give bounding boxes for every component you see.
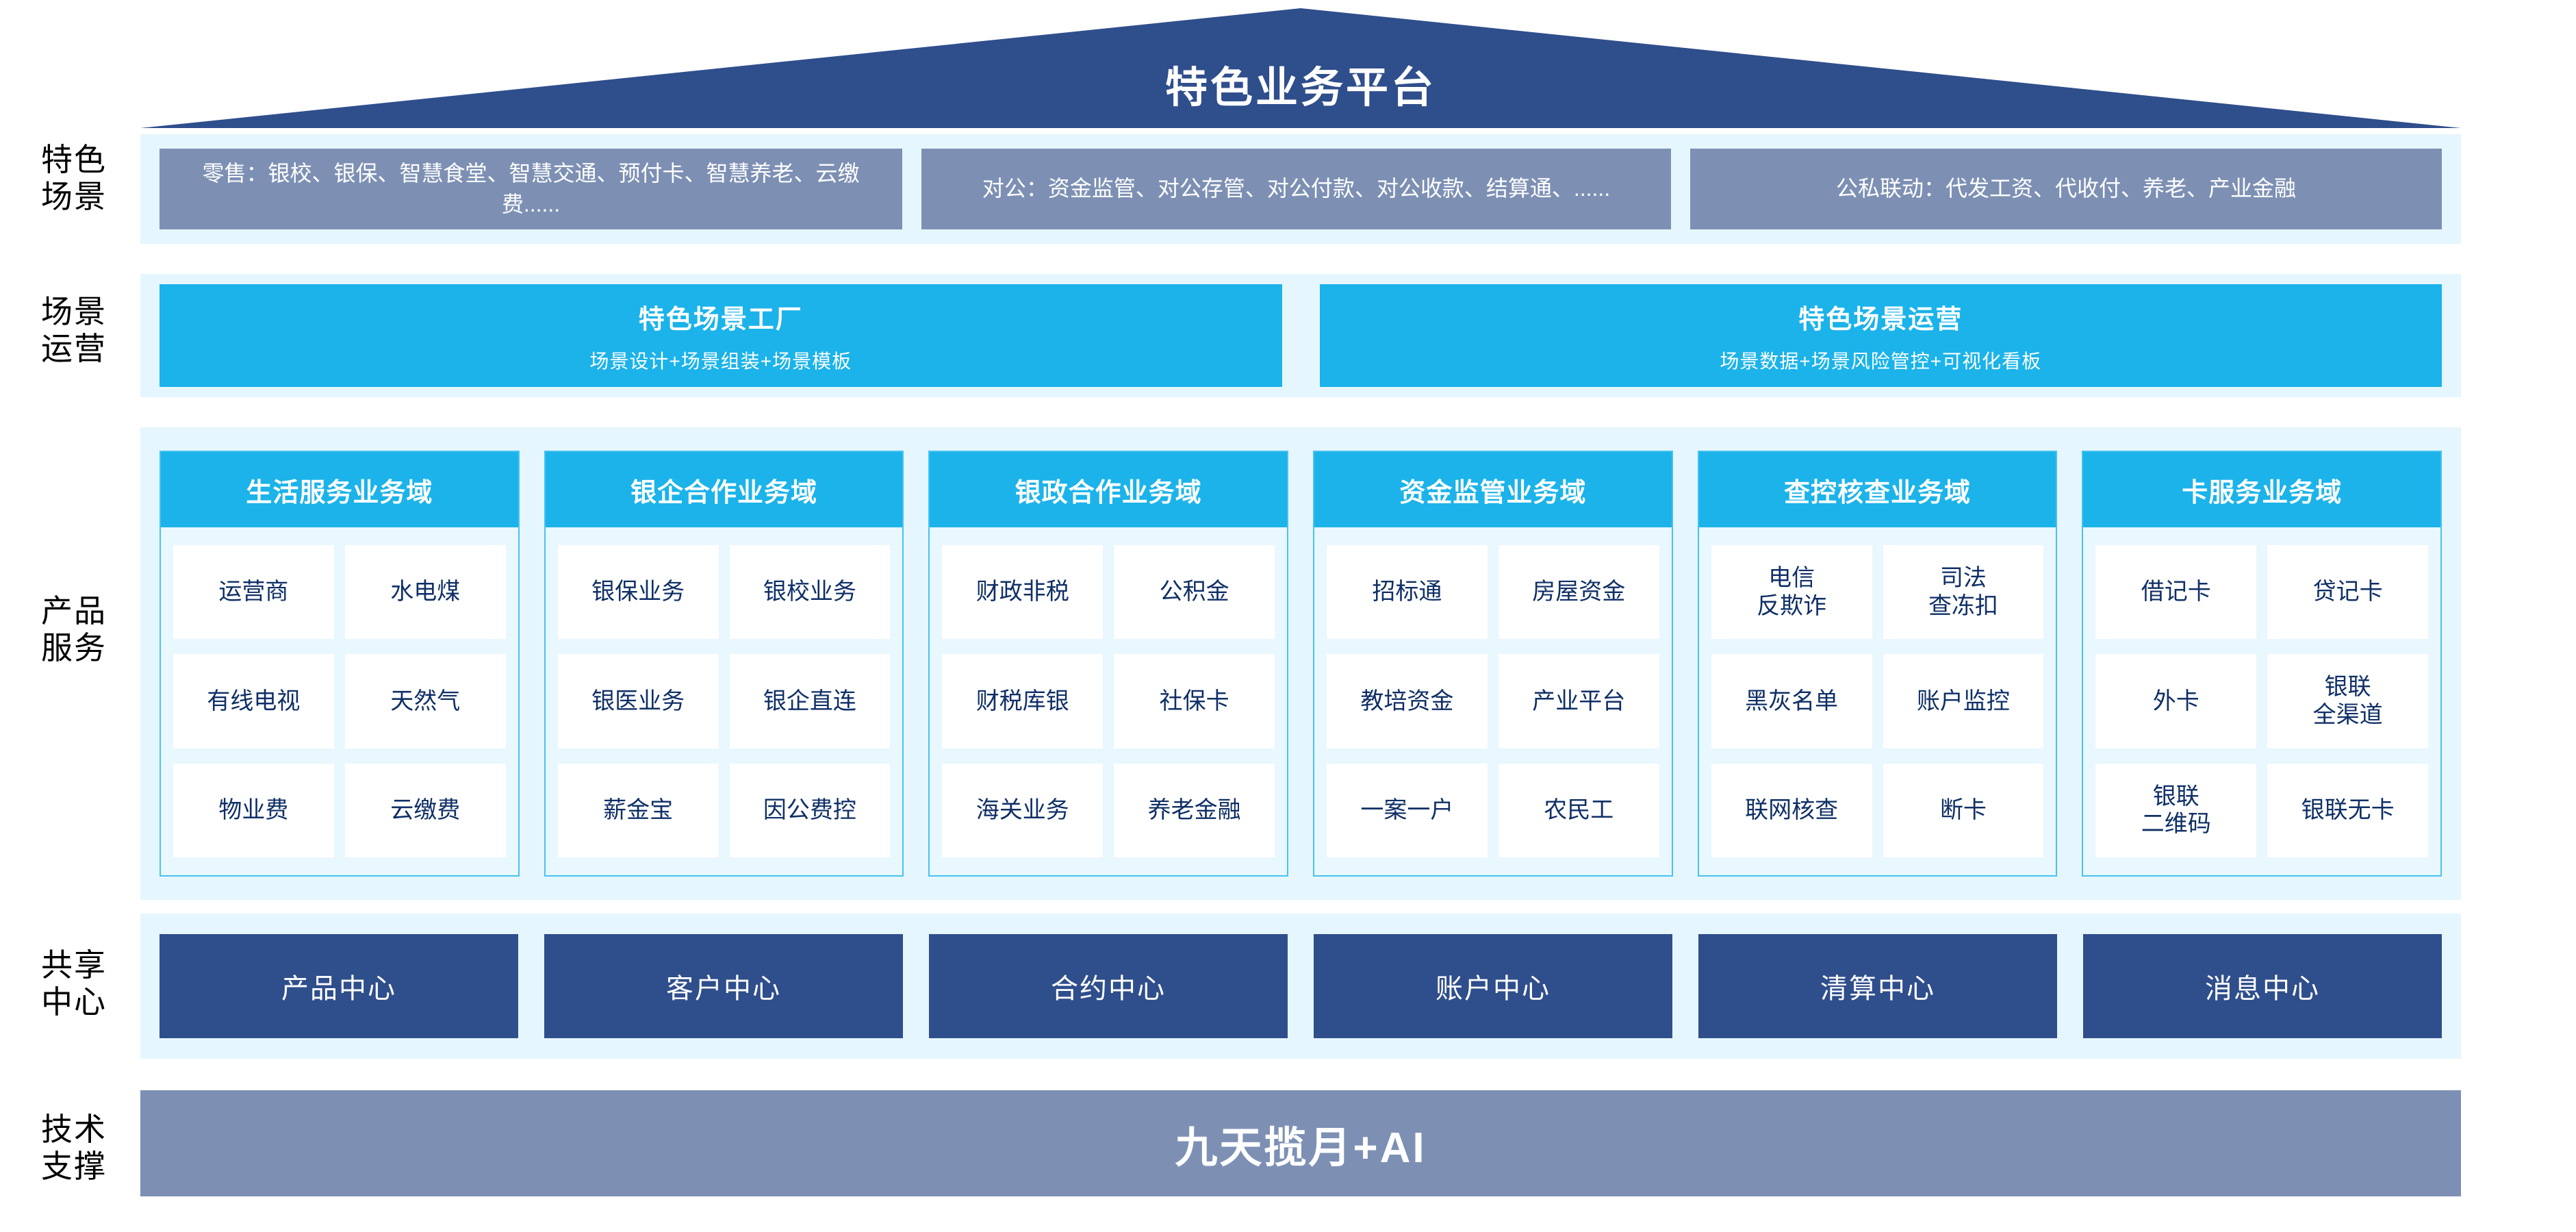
row-label-operations: 场景 运营 [41,294,107,367]
row-label-scene: 特色 场景 [41,142,107,215]
business-domain-card[interactable]: 查控核查业务域电信 反欺诈司法 查冻扣黑灰名单账户监控联网核查断卡 [1697,451,2058,877]
shared-center-row-panel: 产品中心客户中心合约中心账户中心清算中心消息中心 [140,914,2461,1059]
business-domain-tile-grid: 运营商水电煤有线电视天然气物业费云缴费 [161,527,518,875]
business-domain-tile[interactable]: 社保卡 [1114,654,1275,749]
scene-row-panel: 零售：银校、银保、智慧食堂、智慧交通、预付卡、智慧养老、云缴费...... 对公… [140,134,2461,244]
business-domain-tile-grid: 借记卡贷记卡外卡银联 全渠道银联 二维码银联无卡 [2083,527,2440,875]
business-domain-tile[interactable]: 运营商 [173,545,334,640]
business-domain-tile[interactable]: 电信 反欺诈 [1711,545,1872,640]
shared-center-box[interactable]: 账户中心 [1314,934,1672,1038]
row-label-shared-center: 共享 中心 [41,947,107,1020]
business-domain-tile[interactable]: 水电煤 [344,545,506,640]
ops-box-scene-operation[interactable]: 特色场景运营 场景数据+场景风险管控+可视化看板 [1319,284,2442,387]
business-domain-tile[interactable]: 一案一户 [1327,763,1488,857]
shared-center-box[interactable]: 客户中心 [544,934,903,1038]
business-domain-tile[interactable]: 公积金 [1114,545,1275,640]
business-domain-card[interactable]: 银政合作业务域财政非税公积金财税库银社保卡海关业务养老金融 [928,451,1289,877]
business-domain-tile[interactable]: 外卡 [2095,654,2257,749]
business-domain-tile[interactable]: 联网核查 [1711,763,1872,857]
business-domain-tile-grid: 电信 反欺诈司法 查冻扣黑灰名单账户监控联网核查断卡 [1699,527,2056,875]
business-domain-tile[interactable]: 账户监控 [1883,654,2044,749]
business-domain-tile[interactable]: 银校业务 [729,545,891,640]
business-domain-title: 银政合作业务域 [930,452,1288,527]
business-domain-tile-grid: 招标通房屋资金教培资金产业平台一案一户农民工 [1314,527,1672,875]
shared-center-list: 产品中心客户中心合约中心账户中心清算中心消息中心 [140,914,2461,1059]
page-title: 特色业务平台 [1164,64,1436,112]
business-domain-tile[interactable]: 海关业务 [942,763,1104,857]
business-domain-title: 资金监管业务域 [1314,452,1672,527]
business-domain-tile[interactable]: 天然气 [344,654,506,749]
platform-title-banner: 特色业务平台 [140,8,2461,128]
business-domain-tile[interactable]: 养老金融 [1114,763,1275,857]
scene-box-retail[interactable]: 零售：银校、银保、智慧食堂、智慧交通、预付卡、智慧养老、云缴费...... [160,149,902,229]
ops-factory-subtitle: 场景设计+场景组装+场景模板 [589,350,852,372]
shared-center-box[interactable]: 产品中心 [160,934,518,1038]
banner-chevron-shape [140,8,2461,128]
business-domain-tile[interactable]: 银联无卡 [2267,763,2429,857]
business-domain-tile[interactable]: 银医业务 [557,654,719,749]
business-domain-title: 银企合作业务域 [545,452,903,527]
business-domain-card[interactable]: 资金监管业务域招标通房屋资金教培资金产业平台一案一户农民工 [1313,451,1673,877]
tech-support-bar[interactable]: 九天揽月+AI [140,1090,2461,1196]
row-label-products: 产品 服务 [41,593,107,666]
shared-center-box[interactable]: 清算中心 [1698,934,2057,1038]
business-domain-tile[interactable]: 银联 全渠道 [2267,654,2429,749]
operations-row-panel: 特色场景工厂 场景设计+场景组装+场景模板 特色场景运营 场景数据+场景风险管控… [140,274,2461,397]
business-domain-tile[interactable]: 有线电视 [173,654,334,749]
business-domain-tile[interactable]: 黑灰名单 [1711,654,1872,749]
ops-factory-title: 特色场景工厂 [638,305,803,334]
business-domain-title: 卡服务业务域 [2083,452,2441,527]
shared-center-box[interactable]: 合约中心 [929,934,1288,1038]
business-domain-tile-grid: 财政非税公积金财税库银社保卡海关业务养老金融 [930,527,1287,875]
ops-operation-title: 特色场景运营 [1798,305,1963,334]
business-domain-tile-grid: 银保业务银校业务银医业务银企直连薪金宝因公费控 [546,527,903,875]
scene-box-public-private[interactable]: 公私联动：代发工资、代收付、养老、产业金融 [1690,149,2442,229]
business-domain-tile[interactable]: 银保业务 [557,545,719,640]
business-domain-tile[interactable]: 农民工 [1498,763,1659,857]
products-row-panel: 生活服务业务域运营商水电煤有线电视天然气物业费云缴费银企合作业务域银保业务银校业… [140,427,2461,900]
business-domain-tile[interactable]: 断卡 [1883,763,2044,857]
shared-center-box[interactable]: 消息中心 [2083,934,2442,1038]
business-domain-tile[interactable]: 银企直连 [729,654,891,749]
ops-box-scene-factory[interactable]: 特色场景工厂 场景设计+场景组装+场景模板 [160,284,1282,387]
scene-box-corporate[interactable]: 对公：资金监管、对公存管、对公付款、对公收款、结算通、...... [921,149,1671,229]
business-domain-tile[interactable]: 房屋资金 [1498,545,1659,640]
business-domain-card[interactable]: 银企合作业务域银保业务银校业务银医业务银企直连薪金宝因公费控 [544,451,904,877]
business-domain-title: 查控核查业务域 [1698,452,2056,527]
ops-operation-subtitle: 场景数据+场景风险管控+可视化看板 [1720,350,2042,372]
business-domain-list: 生活服务业务域运营商水电煤有线电视天然气物业费云缴费银企合作业务域银保业务银校业… [140,427,2461,900]
business-domain-tile[interactable]: 因公费控 [729,763,891,857]
business-domain-tile[interactable]: 云缴费 [344,763,506,857]
business-domain-tile[interactable]: 财政非税 [942,545,1104,640]
business-domain-tile[interactable]: 招标通 [1327,545,1488,640]
row-label-tech-support: 技术 支撑 [41,1111,107,1185]
business-domain-title: 生活服务业务域 [161,452,518,527]
business-domain-tile[interactable]: 物业费 [173,763,334,857]
business-domain-tile[interactable]: 借记卡 [2095,545,2257,640]
business-domain-tile[interactable]: 教培资金 [1327,654,1488,749]
business-domain-tile[interactable]: 薪金宝 [557,763,719,857]
business-domain-tile[interactable]: 财税库银 [942,654,1104,749]
business-domain-tile[interactable]: 产业平台 [1498,654,1659,749]
business-domain-tile[interactable]: 司法 查冻扣 [1883,545,2044,640]
business-domain-card[interactable]: 卡服务业务域借记卡贷记卡外卡银联 全渠道银联 二维码银联无卡 [2082,451,2443,877]
business-domain-card[interactable]: 生活服务业务域运营商水电煤有线电视天然气物业费云缴费 [160,451,520,877]
business-domain-tile[interactable]: 银联 二维码 [2095,763,2257,857]
business-domain-tile[interactable]: 贷记卡 [2267,545,2429,640]
